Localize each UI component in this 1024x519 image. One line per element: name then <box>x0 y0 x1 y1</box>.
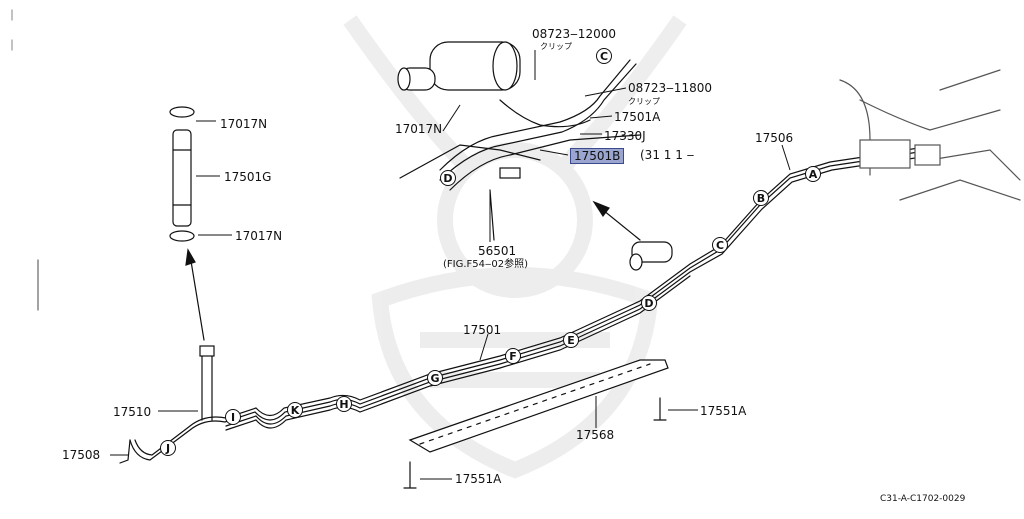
marker-d-top: D <box>440 170 456 186</box>
marker-h: H <box>336 396 352 412</box>
marker-b: B <box>753 190 769 206</box>
vertical-pipe <box>201 349 213 421</box>
label-56501-reference: (FIG.F54‒02参照) <box>443 259 528 270</box>
label-17017n-a: 17017N <box>220 117 268 131</box>
label-17017n-b: 17017N <box>235 229 283 243</box>
bracket-17568 <box>408 359 669 453</box>
bolt-bottom <box>403 461 417 489</box>
label-17568: 17568 <box>576 428 615 442</box>
label-17501b-extra: (31 1 1 ‒ <box>640 148 695 162</box>
small-filter-mid <box>631 241 673 263</box>
marker-j: J <box>160 440 176 456</box>
hose-clamp-bottom <box>169 230 195 242</box>
hose-clamp-top <box>169 106 195 118</box>
marker-i: I <box>225 409 241 425</box>
marker-d: D <box>641 295 657 311</box>
label-clip-1: クリップ <box>540 42 572 51</box>
label-17510: 17510 <box>113 405 152 419</box>
marker-c-top: C <box>596 48 612 64</box>
marker-k: K <box>287 402 303 418</box>
label-17017n-top: 17017N <box>395 122 443 136</box>
label-17551a-right: 17551A <box>700 404 747 418</box>
hose-17501g <box>172 129 192 227</box>
marker-c: C <box>712 237 728 253</box>
marker-f: F <box>505 348 521 364</box>
diagram-code: C31-A-C1702-0029 <box>880 494 966 504</box>
label-17501g: 17501G <box>224 170 272 184</box>
label-17506: 17506 <box>755 131 794 145</box>
label-clip-2: クリップ <box>628 97 660 106</box>
label-17508: 17508 <box>62 448 101 462</box>
label-08723-12000: 08723‒12000 <box>532 27 616 41</box>
fuel-filter-canister <box>397 41 521 91</box>
label-17501: 17501 <box>463 323 502 337</box>
up-arrow-left <box>189 254 205 341</box>
label-56501: 56501 <box>478 244 517 258</box>
marker-e: E <box>563 332 579 348</box>
label-08723-11800: 08723‒11800 <box>628 81 712 95</box>
bolt-right <box>653 397 667 421</box>
label-17501a: 17501A <box>614 110 661 124</box>
label-17551a-bottom: 17551A <box>455 472 502 486</box>
marker-a: A <box>805 166 821 182</box>
vehicle-body-outline <box>839 69 1021 201</box>
label-17501b-highlighted[interactable]: 17501B <box>570 148 625 164</box>
marker-g: G <box>427 370 443 386</box>
label-17330j: 17330J <box>604 129 646 143</box>
